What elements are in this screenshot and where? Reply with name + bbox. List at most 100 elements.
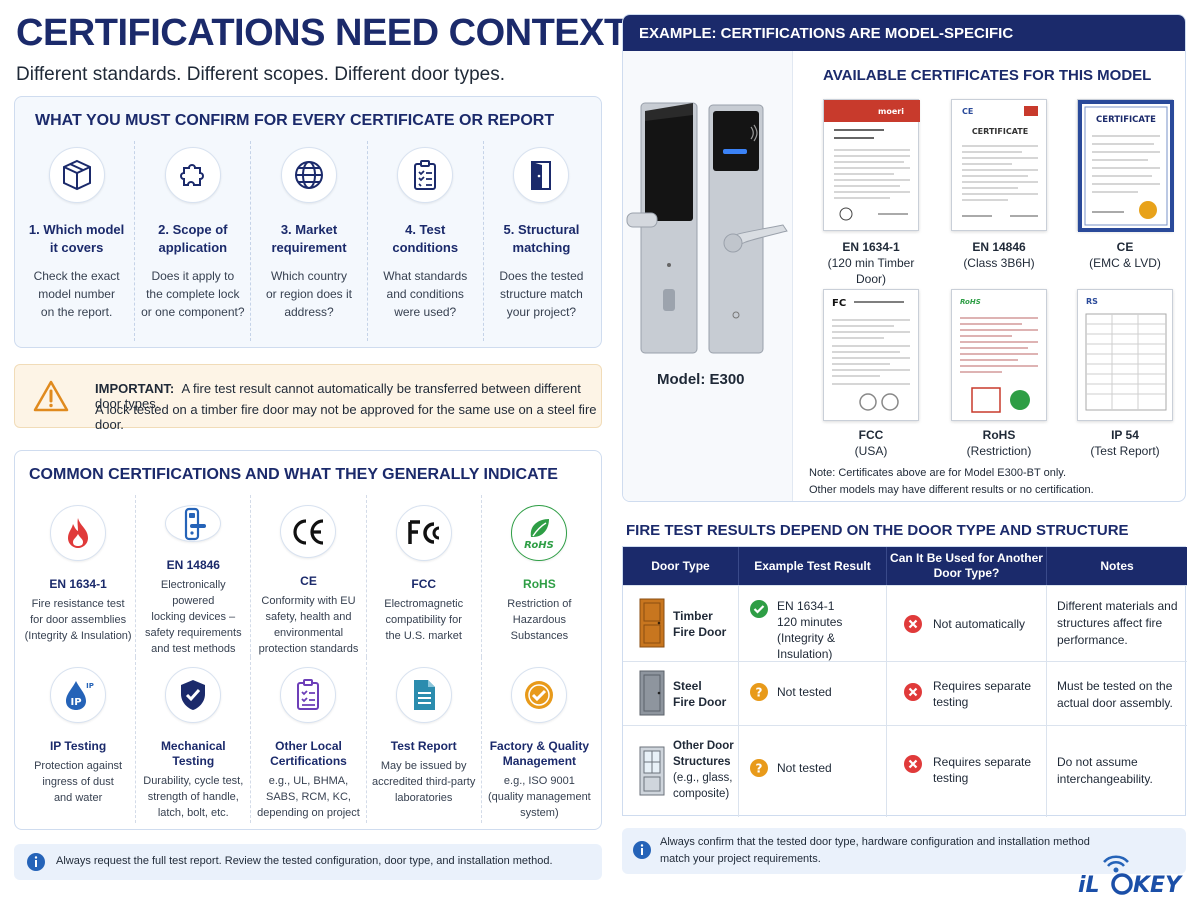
confirm-desc: address?: [284, 305, 334, 319]
confirm-desc: on the report.: [40, 305, 113, 319]
notes-text: Do not assume: [1057, 755, 1138, 769]
cert-doc-sub: (Class 3B6H): [963, 256, 1035, 270]
reuse-text: testing: [933, 695, 969, 709]
result-text: 120 minutes: [777, 615, 843, 629]
important-label: IMPORTANT:: [95, 381, 175, 396]
confirm-desc: What standards: [383, 269, 468, 283]
cert-document-en14846[interactable]: CE CERTIFICATE: [951, 99, 1047, 231]
reuse-text: Requires separate: [933, 755, 1032, 769]
important-callout: IMPORTANT: A fire test result cannot aut…: [14, 364, 602, 432]
svg-text:?: ?: [756, 762, 763, 776]
svg-text:IP: IP: [86, 682, 94, 690]
door-type: composite): [673, 788, 730, 800]
cert-desc: Durability, cycle test,: [143, 775, 244, 787]
notes-text: interchangeability.: [1057, 772, 1153, 786]
cert-document-ce[interactable]: CERTIFICATE: [1077, 99, 1174, 232]
notes-text: actual door assembly.: [1057, 696, 1173, 710]
example-note: Other models may have different results …: [809, 484, 1094, 496]
fcc-mark-icon: [395, 505, 452, 561]
notes-text: performance.: [1057, 633, 1128, 647]
doc-brand-text: RS: [1086, 297, 1098, 306]
cert-name: EN 14846: [166, 558, 220, 572]
cert-document-ip54[interactable]: RS: [1077, 289, 1173, 421]
cert-desc: Restriction of: [507, 598, 572, 610]
right-info-note: Always confirm that the tested door type…: [622, 828, 1186, 874]
page-subtitle: Different standards. Different scopes. D…: [16, 64, 505, 85]
right-note-text: Always confirm that the tested door type…: [660, 836, 1090, 848]
cert-doc-name: FCC: [858, 428, 884, 442]
steel-door-icon: [639, 670, 665, 716]
door-lock-image: [626, 102, 788, 354]
cert-desc: latch, bolt, etc.: [157, 807, 229, 819]
cert-desc: e.g., UL, BHMA,: [268, 775, 349, 787]
cert-document-en1634[interactable]: moeri: [823, 99, 920, 231]
lock-product-area: Model: E300: [623, 51, 793, 501]
cert-name: Certifications: [270, 754, 347, 768]
model-label: Model: E300: [657, 371, 745, 388]
cert-name: Test Report: [390, 739, 457, 753]
cert-desc: environmental: [273, 627, 344, 639]
cert-item-test-report: Test Report May be issued by accredited t…: [367, 657, 482, 823]
confirm-desc: the complete lock: [146, 287, 240, 301]
svg-text:IP: IP: [71, 697, 82, 708]
info-icon: [632, 840, 652, 865]
cert-desc: for door assemblies: [30, 614, 127, 626]
cert-desc: e.g., ISO 9001: [503, 775, 575, 787]
example-card: EXAMPLE: CERTIFICATIONS ARE MODEL-SPECIF…: [622, 14, 1186, 502]
cert-name: Factory & Quality: [489, 739, 590, 753]
table-header-row: Door Type Example Test Result Can It Be …: [623, 547, 1187, 585]
doc-brand-text: RoHS: [960, 298, 981, 306]
door-type: Timber: [673, 609, 713, 623]
cert-desc: May be issued by: [380, 760, 467, 772]
shield-check-icon: [165, 667, 222, 723]
cert-desc: Electromagnetic: [384, 598, 464, 610]
checklist-icon: [280, 667, 337, 723]
cert-name: EN 1634-1: [49, 577, 107, 591]
cert-name: CE: [300, 574, 317, 588]
cert-doc-sub: (USA): [854, 444, 888, 458]
confirm-label: 1. Which model: [28, 222, 125, 237]
globe-icon: [281, 147, 337, 203]
cert-desc: strength of handle,: [147, 791, 239, 803]
reuse-text: Requires separate: [933, 679, 1032, 693]
rohs-leaf-icon: RoHS: [511, 505, 568, 561]
important-text: A fire test result cannot automatically …: [95, 381, 581, 411]
question-circle-icon: ?: [750, 759, 768, 777]
cert-document-fcc[interactable]: FC: [823, 289, 919, 421]
confirm-desc: were used?: [394, 305, 457, 319]
logo-text: KEY: [1133, 873, 1183, 896]
confirm-desc: Does it apply to: [151, 269, 235, 283]
common-title: COMMON CERTIFICATIONS AND WHAT THEY GENE…: [29, 466, 558, 483]
left-info-note: Always request the full test report. Rev…: [14, 844, 602, 880]
cert-doc-name: RoHS: [982, 428, 1016, 442]
cert-doc-name: EN 14846: [972, 240, 1026, 254]
door-type: Other Door: [673, 740, 734, 752]
confirm-desc: or region does it: [265, 287, 353, 301]
doc-brand-text: moeri: [878, 107, 904, 116]
cert-desc: accredited third-party: [372, 776, 476, 788]
question-circle-icon: ?: [750, 683, 768, 701]
confirm-label: 4. Test: [405, 222, 446, 237]
reuse-text: Not automatically: [933, 617, 1026, 631]
confirm-desc: and conditions: [386, 287, 464, 301]
x-circle-icon: [904, 683, 922, 701]
cert-desc: SABS, RCM, KC,: [266, 791, 351, 803]
cert-desc: compatibility for: [385, 614, 462, 626]
x-circle-icon: [904, 755, 922, 773]
cert-desc: protection standards: [258, 643, 359, 655]
cert-document-rohs[interactable]: RoHS: [951, 289, 1047, 421]
cert-doc-name: IP 54: [1111, 428, 1139, 442]
door-type: Steel: [673, 679, 702, 693]
cert-name: Mechanical Testing: [160, 739, 226, 768]
confirm-desc: model number: [38, 287, 115, 301]
cert-desc: depending on project: [257, 807, 360, 819]
cert-item-mechanical: Mechanical Testing Durability, cycle tes…: [136, 657, 252, 823]
